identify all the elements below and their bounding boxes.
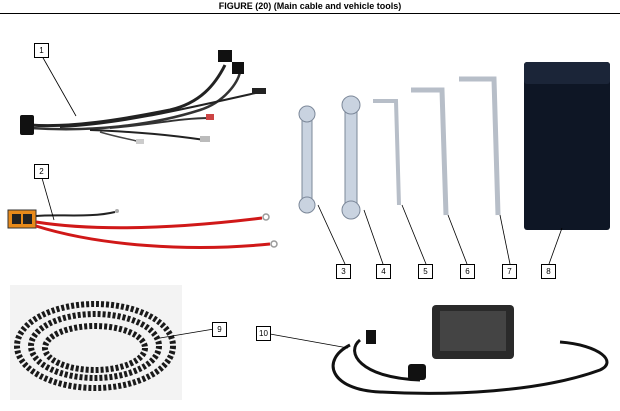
- wrench-large: [341, 95, 361, 220]
- callout-2: 2: [34, 164, 49, 179]
- callout-9: 9: [212, 322, 227, 337]
- leader-lines: [41, 55, 563, 349]
- wrench-small: [298, 105, 316, 214]
- callout-3: 3: [336, 264, 351, 279]
- tool-pouch: [524, 62, 610, 230]
- hex-key-small: [373, 99, 401, 206]
- callout-6: 6: [460, 264, 475, 279]
- callout-5: 5: [418, 264, 433, 279]
- main-wiring-harness: [20, 50, 266, 144]
- figure-title: FIGURE (20) (Main cable and vehicle tool…: [0, 0, 620, 14]
- battery-cable: [7, 209, 278, 249]
- coiled-cable: [10, 285, 182, 400]
- hex-key-medium: [411, 87, 449, 216]
- callout-10: 10: [256, 326, 271, 341]
- hex-key-large: [459, 76, 501, 216]
- battery-charger: [331, 305, 609, 395]
- callout-7: 7: [502, 264, 517, 279]
- callout-1: 1: [34, 43, 49, 58]
- callout-8: 8: [541, 264, 556, 279]
- callout-4: 4: [376, 264, 391, 279]
